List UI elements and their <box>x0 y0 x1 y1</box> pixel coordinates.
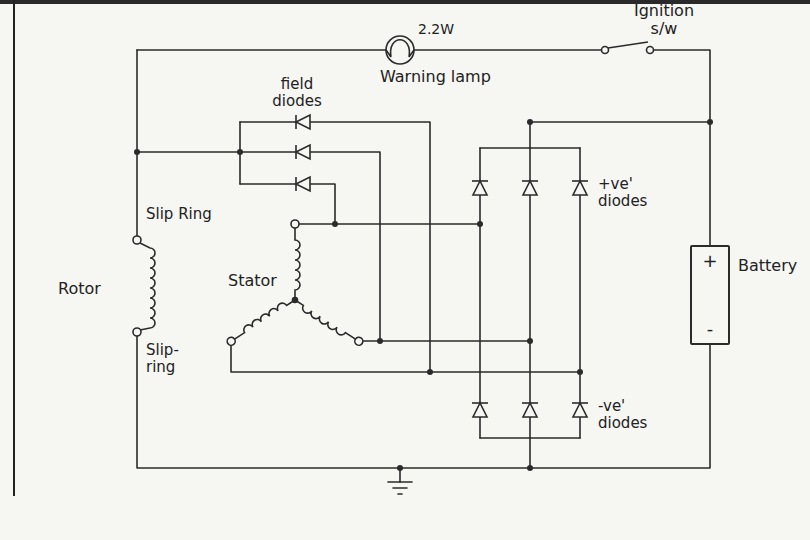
junction-dot <box>332 221 338 227</box>
negative-diode-symbol <box>472 403 588 417</box>
battery-label: Battery <box>738 257 797 275</box>
stator-winding <box>232 296 295 339</box>
diode-label: +ve' diodes <box>598 176 658 210</box>
part-label: Stator <box>228 272 277 290</box>
field-diode-symbol <box>295 145 297 159</box>
field-diode-symbol <box>296 177 310 191</box>
stator-winding <box>295 228 300 300</box>
circuit-wire <box>136 50 138 236</box>
field-diode-symbol <box>295 115 297 129</box>
junction-dot <box>377 338 383 344</box>
junction-dot <box>397 465 403 471</box>
notebook-paper <box>13 0 15 496</box>
warning-lamp-symbol <box>386 36 414 64</box>
junction-dot <box>707 119 713 125</box>
circuit-wire <box>137 336 710 468</box>
positive-diode-symbol <box>523 181 537 195</box>
part-label: Slip-ring <box>146 342 190 376</box>
slip-ring-symbol <box>133 236 141 244</box>
stator-winding <box>225 296 297 347</box>
diode-label: field diodes <box>262 76 332 110</box>
negative-diode-symbol <box>472 402 488 404</box>
ignition-switch-symbol <box>647 47 654 54</box>
junction-dot <box>527 338 533 344</box>
junction-dot <box>577 369 583 375</box>
junction-dot <box>477 221 483 227</box>
circuit-wire <box>530 121 710 123</box>
stator-winding <box>225 220 364 348</box>
field-diode-symbol <box>296 115 310 191</box>
circuit-wire <box>137 152 380 341</box>
junction-dot <box>427 369 433 375</box>
ignition-switch-symbol <box>608 42 648 48</box>
lamp-label: Warning lamp <box>380 68 491 86</box>
slip-ring-symbol <box>133 328 141 336</box>
rotor-coil <box>133 236 155 336</box>
negative-diode-symbol <box>522 402 538 404</box>
ground-symbol <box>398 493 402 495</box>
circuit-wire <box>137 50 710 468</box>
stator-winding <box>291 220 299 228</box>
warning-lamp-symbol <box>386 40 414 57</box>
positive-diode-symbol <box>522 180 538 182</box>
positive-diode-symbol <box>472 181 588 195</box>
part-label: Rotor <box>58 280 101 298</box>
terminal-sign: + <box>702 251 717 271</box>
battery-box: +-Battery <box>690 245 730 345</box>
positive-diode-symbol <box>572 180 588 182</box>
field-diode-symbol <box>296 115 310 129</box>
circuit-wire <box>299 223 480 225</box>
junction-dot <box>134 119 713 471</box>
junction-dot <box>527 465 533 471</box>
junction-dot <box>134 149 140 155</box>
terminal-sign: - <box>707 319 714 339</box>
ground-symbol <box>393 487 407 489</box>
ground-symbol <box>388 468 412 494</box>
ignition-switch-symbol <box>602 47 609 54</box>
lamp-rating: 2.2W <box>418 22 454 38</box>
ground-symbol <box>388 481 412 483</box>
circuit-wire <box>240 184 335 224</box>
field-diode-symbol <box>295 177 297 191</box>
negative-diode-symbol <box>523 403 537 417</box>
switch-label: Ignition s/w <box>622 2 706 38</box>
negative-diode-symbol <box>473 403 487 417</box>
part-label: Slip Ring <box>146 206 212 223</box>
stator-winding <box>293 298 298 303</box>
stator-winding <box>226 336 237 347</box>
diode-label: -ve' diodes <box>598 398 658 432</box>
circuit-wire <box>231 345 580 372</box>
negative-diode-symbol <box>572 402 588 404</box>
warning-lamp-symbol <box>386 36 414 64</box>
circuit-wire <box>137 49 386 51</box>
circuit-wire <box>529 438 531 468</box>
circuit-wire <box>414 49 601 51</box>
positive-diode-symbol <box>573 181 587 195</box>
junction-dot <box>237 149 243 155</box>
circuit-wire <box>240 122 430 372</box>
circuit-wire <box>654 50 710 245</box>
positive-diode-symbol <box>473 181 487 195</box>
field-diode-symbol <box>296 145 310 159</box>
stator-winding <box>292 300 355 343</box>
circuit-wire <box>529 122 531 148</box>
stator-winding <box>353 336 364 347</box>
rotor-coil <box>140 243 155 330</box>
negative-diode-symbol <box>573 403 587 417</box>
ignition-switch-symbol <box>602 42 654 54</box>
stator-winding <box>292 297 364 348</box>
circuit-wire <box>363 340 530 342</box>
positive-diode-symbol <box>472 180 488 182</box>
stator-winding <box>291 220 300 300</box>
junction-dot <box>527 119 533 125</box>
